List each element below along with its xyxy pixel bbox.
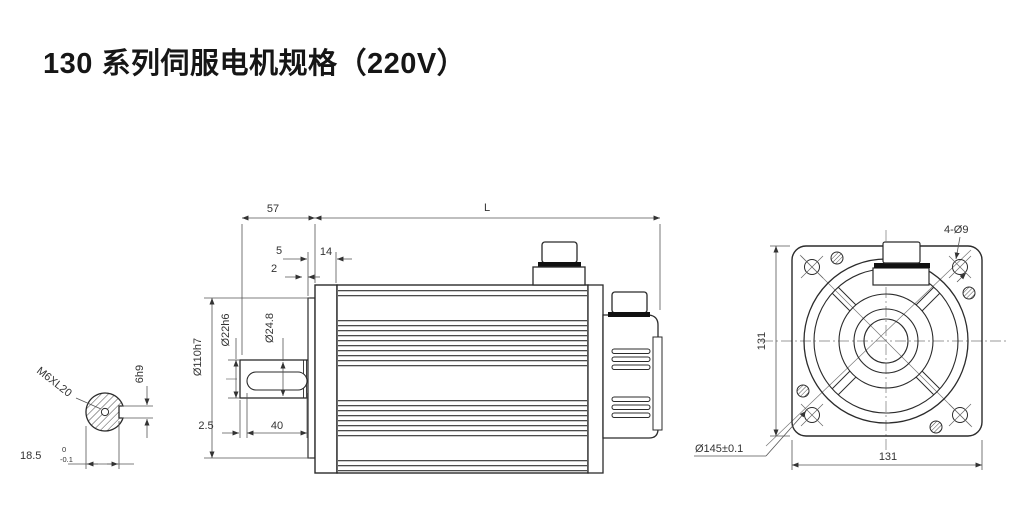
encoder-housing <box>602 314 659 439</box>
dim-across-flat: 18.5 <box>20 450 41 462</box>
motor-body <box>336 284 589 474</box>
dim-pilot-diameter: Ø110h7 <box>192 338 204 376</box>
end-view: M6XL20 6h9 18.5 0 -0.1 <box>20 365 153 469</box>
dim-pilot-depth: 5 <box>276 245 282 257</box>
dim-flange-thickness: 14 <box>320 246 332 258</box>
diagonal-center-line <box>799 254 973 428</box>
encoder-connector <box>608 291 650 317</box>
leader-line <box>765 410 807 457</box>
power-connector <box>532 241 586 286</box>
dim-arrow <box>956 272 967 283</box>
pilot-circle <box>838 293 934 389</box>
connector-seal <box>538 262 581 267</box>
leader-line <box>954 236 961 260</box>
shaft-keyway <box>246 371 308 391</box>
side-view: 57 L 5 14 2 Ø22h6 Ø24.8 <box>192 202 663 474</box>
body-end-cap <box>587 284 604 474</box>
dim-groove-width: 2 <box>271 263 277 275</box>
housing-vents <box>611 348 651 418</box>
dim-keyway-width: 6h9 <box>134 365 146 383</box>
dim-key-offset: 2.5 <box>198 420 213 432</box>
dim-flange-height: 131 <box>756 332 768 350</box>
housing-step <box>652 336 663 431</box>
connector-seal <box>608 312 650 317</box>
cover-screws <box>796 251 976 434</box>
dim-flange-width: 131 <box>879 451 897 463</box>
pilot-boss <box>307 297 316 459</box>
hole-cross-marks <box>800 255 972 427</box>
dim-shaft-diameter: Ø22h6 <box>220 313 232 346</box>
flange-view: 131 131 4-Ø9 Ø145±0.1 <box>694 224 1008 470</box>
cooling-fins <box>338 458 587 472</box>
cooling-fins <box>338 317 587 369</box>
shaft-circle <box>863 318 909 364</box>
dim-mount-holes: 4-Ø9 <box>944 224 968 236</box>
spokes <box>831 286 941 396</box>
cooling-fins <box>338 287 587 299</box>
thread-leader-line <box>75 397 102 410</box>
drawing-title: 130 系列伺服电机规格（220V） <box>43 48 467 80</box>
center-tap-hole <box>100 407 110 417</box>
mounting-flange <box>314 284 338 474</box>
dim-key-height: Ø24.8 <box>264 313 276 343</box>
dim-tolerance-upper: 0 <box>62 445 66 454</box>
cooling-fins <box>338 397 587 438</box>
dim-key-length: 40 <box>271 420 283 432</box>
bearing-circle <box>853 308 919 374</box>
dim-thread-label: M6XL20 <box>34 365 74 400</box>
dim-tolerance-lower: -0.1 <box>60 455 73 464</box>
dim-bolt-circle: Ø145±0.1 <box>695 443 743 455</box>
flange-connector <box>872 241 930 286</box>
dim-shaft-extension: 57 <box>267 203 279 215</box>
dim-body-length: L <box>484 202 490 214</box>
